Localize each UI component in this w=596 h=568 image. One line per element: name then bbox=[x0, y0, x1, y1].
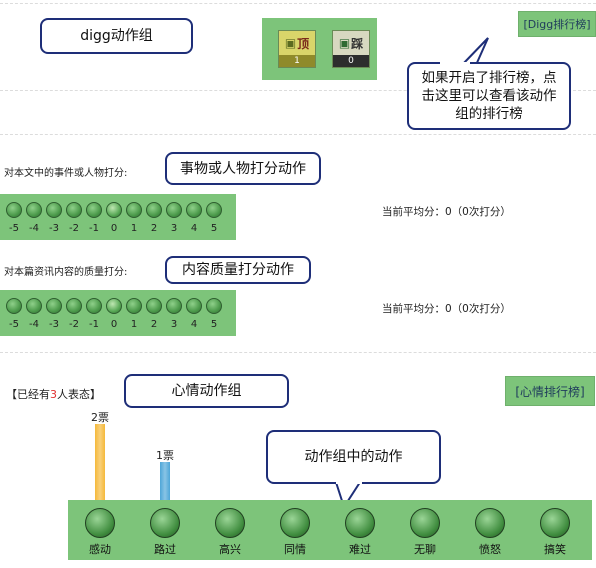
score-value: 2 bbox=[150, 223, 158, 234]
mood-face-icon[interactable] bbox=[475, 508, 505, 538]
score-face-icon[interactable] bbox=[126, 202, 142, 218]
vote-bar bbox=[160, 462, 170, 500]
score-value: -2 bbox=[69, 319, 79, 330]
score-value: 3 bbox=[170, 223, 178, 234]
score-face-icon[interactable] bbox=[6, 298, 22, 314]
callout-mood-action: 动作组中的动作 bbox=[266, 430, 441, 484]
digg-up-label: 顶 bbox=[297, 36, 310, 51]
score-face-icon[interactable] bbox=[126, 298, 142, 314]
score-value: 1 bbox=[130, 319, 138, 330]
score-prompt-1: 对本文中的事件或人物打分: bbox=[4, 168, 128, 179]
score-face-icon[interactable] bbox=[206, 202, 222, 218]
mood-face-icon[interactable] bbox=[150, 508, 180, 538]
mood-face-icon[interactable] bbox=[410, 508, 440, 538]
mood-summary-count: 3 bbox=[50, 388, 57, 401]
score-value: -5 bbox=[9, 319, 19, 330]
score-value: 1 bbox=[130, 223, 138, 234]
thumb-up-icon: ▣ bbox=[284, 36, 297, 50]
callout-digg-rank-tip: 如果开启了排行榜，点击这里可以查看该动作组的排行榜 bbox=[407, 62, 571, 130]
thumb-down-icon: ▣ bbox=[338, 36, 351, 50]
score-value: -5 bbox=[9, 223, 19, 234]
score-value: -2 bbox=[69, 223, 79, 234]
score-prompt-2: 对本篇资讯内容的质量打分: bbox=[4, 267, 128, 278]
digg-up-button[interactable]: ▣ 顶 1 bbox=[278, 30, 316, 68]
vote-bar bbox=[95, 424, 105, 500]
mood-label: 路过 bbox=[154, 543, 176, 556]
score-value: 5 bbox=[210, 319, 218, 330]
digg-down-count: 0 bbox=[333, 55, 369, 67]
callout-mood-group: 心情动作组 bbox=[124, 374, 289, 408]
score-value: -4 bbox=[29, 223, 39, 234]
score-face-icon[interactable] bbox=[106, 202, 122, 218]
mood-label: 无聊 bbox=[414, 543, 436, 556]
separator bbox=[0, 134, 596, 135]
digg-down-button[interactable]: ▣ 踩 0 bbox=[332, 30, 370, 68]
mood-label: 愤怒 bbox=[479, 543, 501, 556]
mood-face-icon[interactable] bbox=[345, 508, 375, 538]
score-value: -1 bbox=[89, 319, 99, 330]
score-face-icon[interactable] bbox=[146, 298, 162, 314]
score-average-2: 当前平均分：0（0次打分） bbox=[382, 303, 511, 315]
score-bar-1: -5 -4 -3 -2 -1 0 1 2 3 4 5 bbox=[0, 194, 236, 240]
score-value: 4 bbox=[190, 319, 198, 330]
score-face-icon[interactable] bbox=[106, 298, 122, 314]
mood-summary: 【已经有3人表态】 bbox=[6, 386, 101, 402]
score-value: 3 bbox=[170, 319, 178, 330]
score-value: -3 bbox=[49, 319, 59, 330]
score-face-icon[interactable] bbox=[66, 202, 82, 218]
score-face-icon[interactable] bbox=[206, 298, 222, 314]
score-value: 2 bbox=[150, 319, 158, 330]
mood-summary-prefix: 【已经有 bbox=[6, 388, 50, 401]
mood-panel: 感动 路过 高兴 同情 难过 无聊 愤怒 搞笑 bbox=[68, 500, 592, 560]
score-face-icon[interactable] bbox=[166, 298, 182, 314]
callout-digg-group: digg动作组 bbox=[40, 18, 193, 54]
score-bar-2: -5 -4 -3 -2 -1 0 1 2 3 4 5 bbox=[0, 290, 236, 336]
mood-rank-button[interactable]: [心情排行榜] bbox=[505, 376, 595, 406]
score-value: 0 bbox=[110, 319, 118, 330]
score-value: -3 bbox=[49, 223, 59, 234]
score-face-icon[interactable] bbox=[46, 202, 62, 218]
digg-panel: ▣ 顶 1 ▣ 踩 0 bbox=[262, 18, 377, 80]
score-face-icon[interactable] bbox=[166, 202, 182, 218]
score-value: 4 bbox=[190, 223, 198, 234]
separator bbox=[0, 3, 596, 4]
score-value: -1 bbox=[89, 223, 99, 234]
score-face-icon[interactable] bbox=[46, 298, 62, 314]
score-face-icon[interactable] bbox=[26, 298, 42, 314]
score-face-icon[interactable] bbox=[186, 298, 202, 314]
vote-count-label: 2票 bbox=[91, 411, 109, 424]
mood-face-icon[interactable] bbox=[215, 508, 245, 538]
mood-label: 搞笑 bbox=[544, 543, 566, 556]
separator bbox=[0, 90, 596, 91]
mood-label: 同情 bbox=[284, 543, 306, 556]
score-face-icon[interactable] bbox=[86, 202, 102, 218]
score-value: 0 bbox=[110, 223, 118, 234]
score-face-icon[interactable] bbox=[26, 202, 42, 218]
separator bbox=[0, 352, 596, 353]
mood-label: 高兴 bbox=[219, 543, 241, 556]
mood-label: 感动 bbox=[89, 543, 111, 556]
score-average-1: 当前平均分：0（0次打分） bbox=[382, 206, 511, 218]
digg-up-count: 1 bbox=[279, 55, 315, 67]
mood-face-icon[interactable] bbox=[540, 508, 570, 538]
score-face-icon[interactable] bbox=[186, 202, 202, 218]
score-face-icon[interactable] bbox=[6, 202, 22, 218]
score-value: 5 bbox=[210, 223, 218, 234]
callout-content-score: 内容质量打分动作 bbox=[165, 256, 311, 284]
mood-label: 难过 bbox=[349, 543, 371, 556]
mood-face-icon[interactable] bbox=[280, 508, 310, 538]
score-face-icon[interactable] bbox=[86, 298, 102, 314]
mood-summary-suffix: 人表态】 bbox=[57, 388, 101, 401]
digg-down-label: 踩 bbox=[351, 36, 364, 51]
score-face-icon[interactable] bbox=[146, 202, 162, 218]
digg-rank-button[interactable]: [Digg排行榜] bbox=[518, 11, 596, 37]
score-face-icon[interactable] bbox=[66, 298, 82, 314]
mood-face-icon[interactable] bbox=[85, 508, 115, 538]
score-value: -4 bbox=[29, 319, 39, 330]
callout-event-score: 事物或人物打分动作 bbox=[165, 152, 321, 185]
vote-count-label: 1票 bbox=[156, 449, 174, 462]
